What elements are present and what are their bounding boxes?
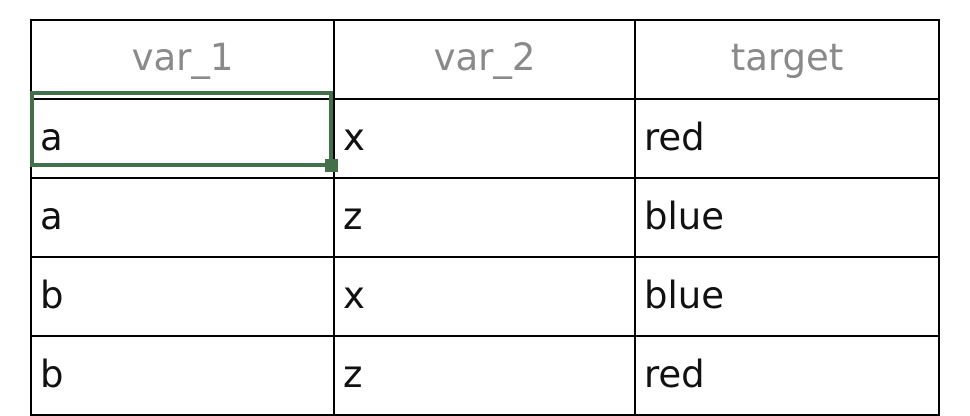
table-row: a z blue — [30, 177, 940, 258]
data-table: var_1 var_2 target a x red a z blue b x … — [30, 19, 940, 416]
column-header-var-2[interactable]: var_2 — [333, 19, 636, 100]
fill-handle[interactable] — [325, 159, 338, 172]
cell-target-row-1[interactable]: red — [634, 98, 940, 179]
cell-var-2-row-2[interactable]: z — [333, 177, 636, 258]
table-row: b x blue — [30, 256, 940, 337]
column-header-var-1[interactable]: var_1 — [30, 19, 335, 100]
cell-target-row-3[interactable]: blue — [634, 256, 940, 337]
table-row: a x red — [30, 98, 940, 179]
table-row: b z red — [30, 335, 940, 416]
cell-var-2-row-3[interactable]: x — [333, 256, 636, 337]
cell-var-2-row-4[interactable]: z — [333, 335, 636, 416]
cell-target-row-2[interactable]: blue — [634, 177, 940, 258]
cell-var-1-row-3[interactable]: b — [30, 256, 335, 337]
cell-var-1-row-4[interactable]: b — [30, 335, 335, 416]
table-body: a x red a z blue b x blue b z red — [30, 98, 940, 416]
cell-var-2-row-1[interactable]: x — [333, 98, 636, 179]
table-header: var_1 var_2 target — [30, 19, 940, 100]
cell-var-1-row-2[interactable]: a — [30, 177, 335, 258]
table-header-row: var_1 var_2 target — [30, 19, 940, 100]
cell-target-row-4[interactable]: red — [634, 335, 940, 416]
column-header-target[interactable]: target — [634, 19, 940, 100]
cell-var-1-row-1[interactable]: a — [30, 98, 335, 179]
